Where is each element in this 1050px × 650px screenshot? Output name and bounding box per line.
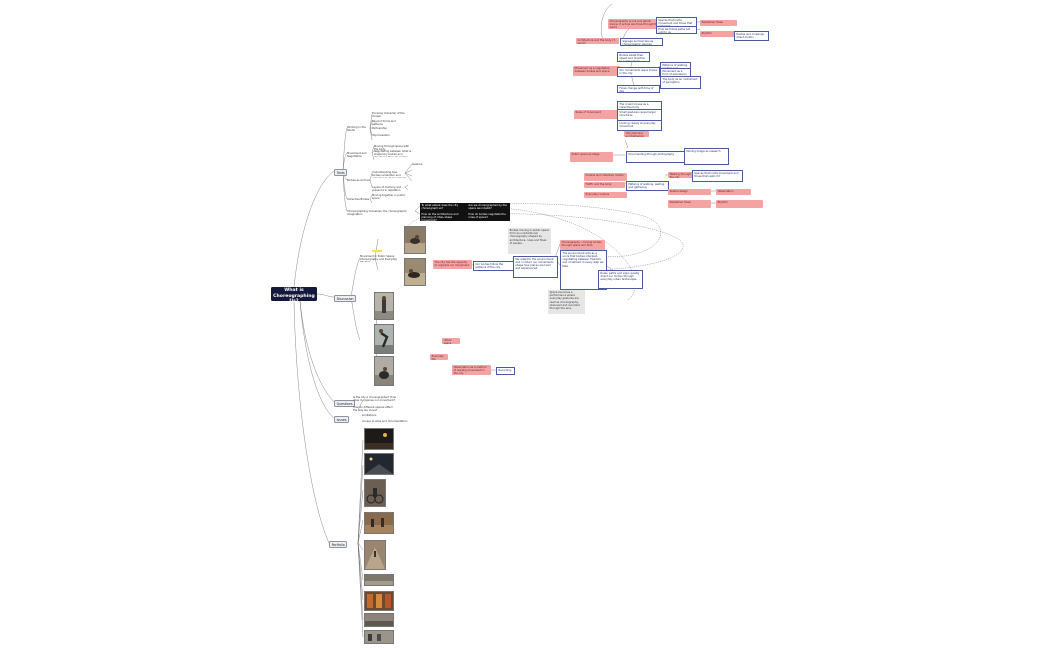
right-box[interactable]: Documenting through photography [626,151,685,163]
text-topic-4[interactable]: Collective Bodies [347,198,370,201]
discussion-pink-node[interactable]: Observation as a method of reading movem… [452,365,492,375]
portfolio-photo-crossing[interactable] [364,613,394,627]
right-pink-node[interactable]: Traffic and the body [584,182,626,188]
portfolio-photo-dark-street[interactable] [364,428,394,450]
text-item[interactable]: Moving through space with the body [374,145,410,152]
question-item[interactable]: How do different spaces affect the way w… [353,406,393,413]
discussion-pink-node[interactable]: Choreography - moving bodies through spa… [560,240,606,250]
text-topic-1[interactable]: Working in the Studio [347,126,366,133]
text-item[interactable]: Gesture [412,163,423,166]
discussion-pink-node[interactable]: Urban space [442,338,461,344]
right-pink-node[interactable]: Spatial design [668,189,712,195]
question-item[interactable]: Is the city a choreographer? How does it… [353,396,396,403]
discussion-pink-node[interactable]: Everyday life [430,354,449,360]
photo-dancer-floor[interactable] [404,226,426,254]
right-pink-node[interactable]: Rhythm [700,31,736,37]
discussion-note[interactable]: Space becomes a performance where everyd… [548,290,586,314]
issue-item[interactable]: Limitations [362,414,377,417]
right-pink-node[interactable]: Pedestrian flows [700,20,738,26]
right-pink-node[interactable]: Architecture and the body (T. Lynch) [576,38,620,44]
photo-dancer-movement[interactable] [374,324,394,354]
portfolio-photo-street-crowd[interactable] [364,512,394,534]
text-item[interactable]: Beyond forms and patterns [372,120,396,127]
text-item[interactable]: Layers of memory and presence in repetit… [372,186,402,193]
text-topic-2[interactable]: Movement and Negotiation [347,152,367,159]
text-item[interactable]: Evolving character of the chosen [372,112,405,119]
right-pink-node[interactable]: City planning and behaviour [624,131,650,137]
discussion-box[interactable]: Our bodies follow the patterns of the ci… [473,261,516,271]
right-pink-node[interactable]: Pedestrian flows [668,200,712,208]
right-pink-node[interactable]: Rhythm [716,200,764,208]
photo-dancer-standing[interactable] [374,292,394,320]
text-item[interactable]: Negotiating between what is shaped by bo… [374,150,412,157]
right-box[interactable]: Signage and barriers as choreographic de… [620,38,663,46]
right-pink-node[interactable]: Movement as a negotiation between bodies… [573,66,621,76]
discussion-box[interactable]: The environment acts as a score that bod… [560,250,607,290]
issue-item[interactable]: Access to sites and documentation [362,420,408,423]
right-pink-node[interactable]: Public space as stage [570,152,614,162]
discussion-topic[interactable]: ​ [360,338,368,341]
dark-question-box[interactable]: How do bodies negotiate the rules of spa… [467,212,510,221]
right-pink-node[interactable]: Crowds and collective motion [584,173,628,181]
right-box[interactable]: The body as an instrument of perception [660,76,701,89]
right-box[interactable]: How we follow paths set out for us [656,26,697,34]
portfolio-photo-pavement[interactable] [364,540,386,570]
right-box[interactable]: Spaces that invite movement and those th… [692,170,743,182]
photo-dancer-floor[interactable] [404,258,426,286]
discussion-topic[interactable]: Movement in Public Space: Choreography a… [360,255,398,262]
photo-dancer-crouch[interactable] [374,356,394,386]
text-topic-3[interactable]: Bodies as Archive [347,179,370,182]
right-pink-node[interactable]: Choreography is not only about dance; it… [608,19,662,29]
discussion-box[interactable]: Rules, paths and signs quietly direct ou… [598,270,643,289]
text-item[interactable]: Improvisation [372,134,390,137]
discussion-box[interactable]: Recording [496,367,515,375]
right-pink-node[interactable]: Everyday routines [584,192,628,198]
portfolio-photo-station[interactable] [364,630,394,644]
text-item[interactable]: Moving together in public space [372,194,406,201]
dark-question-box[interactable]: Are we choreographed by the space we inh… [467,203,510,212]
portfolio-photo-market[interactable] [364,591,394,611]
text-item[interactable]: Understanding how bodies remember and ca… [372,171,406,178]
text-item[interactable]: Partnership [372,127,387,130]
portfolio-photo-cyclist[interactable] [364,479,386,507]
right-box[interactable]: Bodies adapt their speed and direction t… [617,52,650,62]
branch-texts[interactable]: Texts [334,169,348,177]
right-box[interactable]: Moving image as research [684,148,729,165]
dark-question-box[interactable]: To what extent does the city choreograph… [420,203,467,212]
discussion-box[interactable]: We adapt to the environment and in retur… [513,256,558,278]
branch-issues[interactable]: Issues [334,416,350,424]
branch-discussion[interactable]: Discussion [334,295,357,303]
right-pink-node[interactable]: Rules of movement [574,110,622,119]
right-pink-node[interactable]: Walking through the city [668,172,694,178]
discussion-pink-node[interactable]: The city has the capacity to organize ou… [433,260,473,269]
right-box[interactable]: Our movements leave traces in the city [617,67,660,77]
branch-portfolio[interactable]: Portfolio [329,541,348,549]
branch-questions[interactable]: Questions [334,400,356,408]
discussion-note[interactable]: Bodies moving in public space form an un… [508,228,552,254]
portfolio-photo-plaza[interactable] [364,574,394,586]
right-box[interactable]: Routes and crossings direct motion [734,31,769,41]
right-box[interactable]: Flows change with time of day [617,85,660,93]
right-pink-node[interactable]: Observation [716,189,752,195]
portfolio-photo-night-road[interactable] [364,453,394,475]
right-box[interactable]: Patterns of walking, waiting and gatheri… [626,181,669,191]
text-topic-5[interactable]: Choreographing Ourselves: the choreograp… [347,210,407,217]
right-box[interactable]: Looking closely at everyday movement [617,120,662,131]
highlight-marker [372,250,382,252]
dark-question-box[interactable]: How do the architecture and planning of … [420,212,467,221]
root-node[interactable]: What is Choreographing Us? [271,287,317,304]
